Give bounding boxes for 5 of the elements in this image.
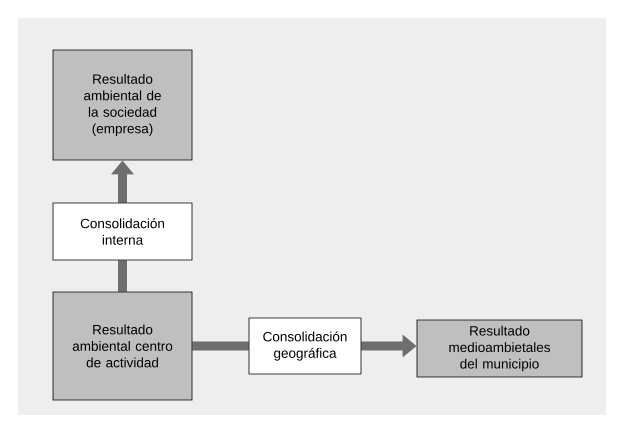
result-box: Resultado ambiental de la sociedad (empresa) <box>52 50 192 160</box>
process-box: Consolidación interna <box>52 202 192 260</box>
process-box: Consolidación geográfica <box>248 318 362 374</box>
result-box: Resultado ambiental centro de actividad <box>52 292 192 400</box>
result-box: Resultado medioambietales del municipio <box>416 320 582 378</box>
